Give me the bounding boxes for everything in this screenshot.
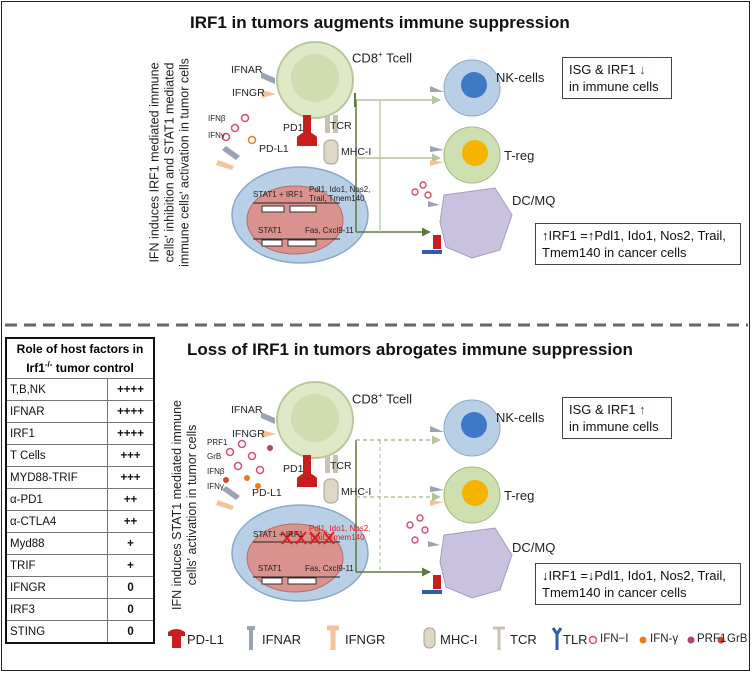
tcr-label-bottom: TCR [330,460,352,472]
table-row: Myd88+ [5,532,155,555]
legend-grb: GrB [727,633,748,645]
dc-cell [439,187,513,259]
knockout-crosses [281,531,335,545]
legend-prf1-swatch [687,636,695,644]
pd1-label-bottom: PD1 [283,463,304,475]
table-row: TRIF+ [5,554,155,577]
nk-cells-label-bottom: NK-cells [496,410,545,425]
ifnar-receptor [261,72,275,84]
pd1-label: PD1 [283,122,304,134]
fas-label-bottom: Fas, Cxcl9-11 [305,564,354,573]
bottom-panel-title: Loss of IRF1 in tumors abrogates immune … [187,340,633,359]
top-result-box: ↑IRF1 =↑Pdl1, Ido1, Nos2, Trail, Tmem140… [535,223,741,265]
genes-line1-bottom: Pdl1, Ido1, Nos2, [309,524,371,533]
legend-glyphs [168,625,725,650]
legend-tcr-swatch [493,626,505,650]
bottom-diagram [216,381,513,602]
dcmq-label-bottom: DC/MQ [512,540,556,555]
cd8-tcell-label-bottom: CD8+ Tcell [352,391,413,407]
cytokine-dots-bottom [223,439,273,489]
legend-tlr-swatch [551,627,563,650]
pdl1-label-bottom: PD-L1 [252,487,282,499]
bottom-side-text: IFN induces STAT1 mediated immune cells'… [170,399,199,611]
ifngr-receptor [262,90,276,98]
ifng-label: IFNγ [208,131,225,140]
pdl1-label: PD-L1 [259,143,289,155]
legend-prf1: PRF1 [697,633,727,645]
ifnar-label-bottom: IFNAR [231,404,263,416]
host-table-header: Role of host factors in Irf1-/- tumor co… [5,337,155,379]
legend-ifni-swatch [588,635,598,645]
ifng-label-bottom: IFNγ [207,482,224,491]
legend-grb-swatch [717,636,725,644]
legend-ifng: IFN-γ [650,633,679,645]
legend-mhc: MHC-I [440,632,478,647]
grb-label: GrB [207,452,222,461]
top-panel-title: IRF1 in tumors augments immune suppressi… [190,13,570,32]
dc-cell-bottom [439,527,513,599]
bottom-isg-box: ISG & IRF1 ↑ in immune cells [562,397,672,439]
legend-pdl1-swatch [172,632,181,648]
stat1-label-bottom: STAT1 [258,564,282,573]
genes-line1: Pdl1, Ido1, Nos2, [309,185,371,194]
legend-mhc-swatch [423,627,436,649]
ifngr-label-bottom: IFNGR [232,428,265,440]
table-row: IRF1++++ [5,422,155,445]
stat-irf-label: STAT1 + IRF1 [253,190,304,199]
fas-label: Fas, Cxcl9-11 [305,226,354,235]
table-row: MYD88-TRIF+++ [5,466,155,489]
cd8-tcell-label: CD8+ Tcell [352,50,413,66]
mhc-label-bottom: MHC-I [341,486,372,498]
pdl1-ligand [297,132,317,146]
bottom-result-box: ↓IRF1 =↓Pdl1, Ido1, Nos2, Trail, Tmem140… [535,563,741,605]
legend-ifngr: IFNGR [345,632,386,647]
prf1-label: PRF1 [207,438,228,447]
genes-line2: Trail, Tmem140 [309,194,365,203]
top-isg-box: ISG & IRF1 ↓ in immune cells [562,57,672,99]
host-factors-table: Role of host factors in Irf1-/- tumor co… [5,337,155,644]
top-side-text: IFN induces IRF1 mediated immune cells' … [147,58,192,267]
ifnb-label: IFNβ [208,114,226,123]
stat-irf-label-bottom: STAT1 + IRF1 [253,530,304,539]
legend-ifni: IFN−I [600,633,629,645]
treg-label-bottom: T-reg [504,488,535,503]
nk-cells-label: NK-cells [496,70,545,85]
tcr-receptor [325,115,330,133]
table-row: α-PD1++ [5,488,155,511]
genes-line2-bottom: Trail, Tmem140 [309,533,365,542]
legend-tcr: TCR [510,632,537,647]
legend-ifng-swatch [639,636,647,644]
ifnar-label: IFNAR [231,64,263,76]
tcr-label: TCR [330,120,352,132]
mhc-label: MHC-I [341,146,372,158]
legend-ifnar-swatch [247,626,255,650]
legend-ifnar: IFNAR [262,632,301,647]
mhc-molecule [323,139,339,165]
top-diagram [216,41,513,264]
stat1-label: STAT1 [258,226,282,235]
treg-label: T-reg [504,148,535,163]
table-row: T Cells+++ [5,444,155,467]
ifn-dots [221,113,257,145]
dcmq-label: DC/MQ [512,193,556,208]
ifnb-label-bottom: IFNβ [207,467,225,476]
pd1-receptor [303,115,311,137]
legend-ifngr-swatch [327,625,339,650]
legend-tlr: TLR [563,632,588,647]
table-row: T,B,NK++++ [5,378,155,401]
ifngr-label: IFNGR [232,87,265,99]
table-row: α-CTLA4++ [5,510,155,533]
cd8-tcell-nucleus [291,54,339,102]
legend-pdl1: PD-L1 [187,632,224,647]
table-row: IFNAR++++ [5,400,155,423]
